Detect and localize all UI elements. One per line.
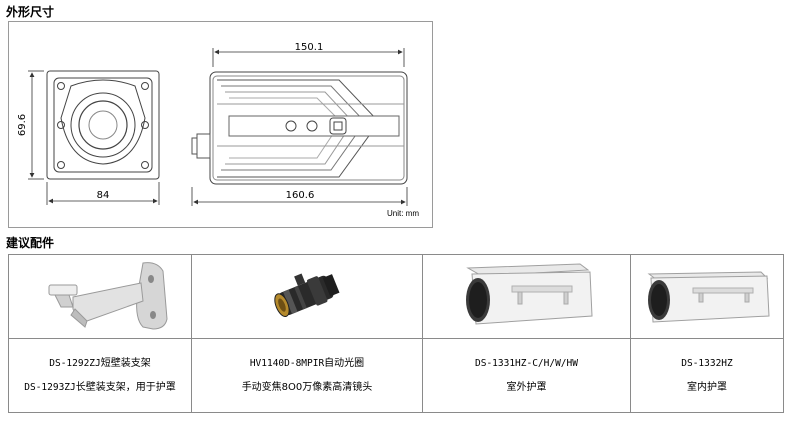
outdoor-housing-icon xyxy=(465,262,593,325)
accessory-text-cell: DS-1292ZJ短壁装支架 DS-1293ZJ长壁装支架，用于护罩 xyxy=(8,338,192,413)
camera-front-view xyxy=(46,70,160,180)
side-top-length-label: 150.1 xyxy=(295,42,324,53)
accessory-model: DS-1331HZ-C/H/W/HW xyxy=(475,357,578,369)
dimensions-section-title: 外形尺寸 xyxy=(6,5,55,19)
accessory-image-cell xyxy=(630,254,784,339)
accessory-model: DS-1332HZ xyxy=(681,357,733,369)
accessory-description: 长壁装支架，用于护罩 xyxy=(75,381,176,393)
accessory-description: 室外护罩 xyxy=(506,381,547,393)
accessory-description: 自动光圈 xyxy=(324,357,365,369)
accessory-model: HV1140D-8MPIR xyxy=(249,357,325,369)
side-bottom-length-label: 160.6 xyxy=(286,190,315,201)
dimension-drawing: 84 69.6 150.1 xyxy=(17,42,419,218)
accessory-description: 短壁装支架 xyxy=(100,357,151,369)
accessories-table: DS-1292ZJ短壁装支架 DS-1293ZJ长壁装支架，用于护罩 HV114… xyxy=(8,254,784,413)
accessory-text-cell: HV1140D-8MPIR自动光圈 手动变焦8O0万像素高清镜头 xyxy=(191,338,423,413)
lens-icon xyxy=(274,272,340,317)
accessories-section-title: 建议配件 xyxy=(6,236,55,250)
accessory-description: 室内护罩 xyxy=(687,381,727,393)
unit-label: Unit: mm xyxy=(387,209,419,218)
accessory-text-cell: DS-1331HZ-C/H/W/HW 室外护罩 xyxy=(422,338,631,413)
accessory-text-cell: DS-1332HZ 室内护罩 xyxy=(630,338,784,413)
front-width-label: 84 xyxy=(97,190,110,201)
accessory-image-cell xyxy=(191,254,423,339)
accessory-description: 手动变焦8O0万像素高清镜头 xyxy=(241,381,373,393)
accessory-model: DS-1293ZJ xyxy=(24,381,76,393)
dimension-drawing-frame: 84 69.6 150.1 xyxy=(8,21,433,228)
accessory-image-cell xyxy=(8,254,192,339)
wall-bracket-icon xyxy=(48,261,168,330)
accessory-model: DS-1292ZJ xyxy=(49,357,101,369)
indoor-housing-icon xyxy=(647,270,770,323)
camera-side-view xyxy=(191,71,408,185)
front-height-label: 69.6 xyxy=(17,114,28,136)
accessory-image-cell xyxy=(422,254,631,339)
